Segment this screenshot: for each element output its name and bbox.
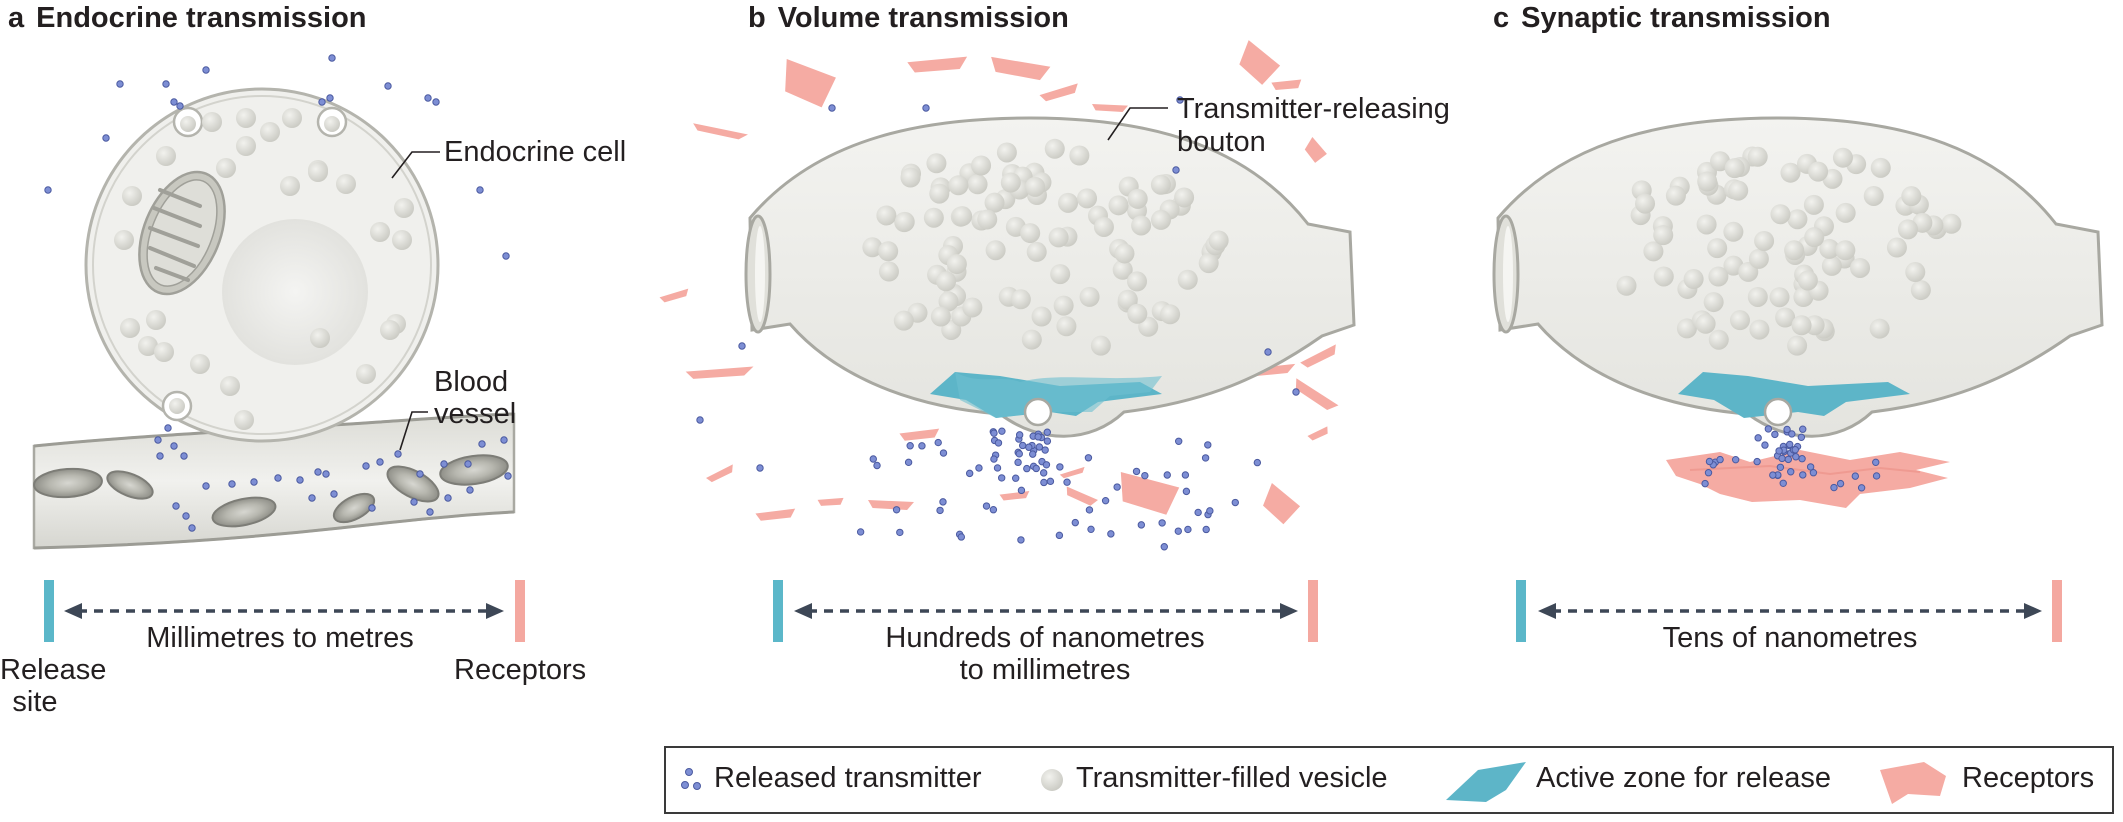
blood-vessel-label-line2: vessel	[434, 398, 517, 430]
exocytosis-pocket	[161, 106, 348, 422]
receptor-marker	[1308, 580, 1318, 642]
blood-vessel-label-line1: Blood	[434, 366, 509, 398]
release-site-label-line2: site	[12, 686, 58, 718]
panel-title-text: Synaptic transmission	[1521, 2, 1831, 34]
active-zone-synaptic	[1678, 372, 1910, 418]
receptor-marker	[515, 580, 525, 642]
bouton-volume	[744, 116, 1356, 438]
cell-vesicles	[114, 108, 414, 430]
panel-b-illustration	[659, 40, 1356, 551]
red-blood-cell	[33, 454, 509, 528]
panel-b-title: b Volume transmission	[748, 2, 1069, 35]
synaptic-released-transmitter	[1701, 425, 1881, 492]
distance-label-a: Millimetres to metres	[146, 622, 414, 654]
release-site-marker	[773, 580, 783, 642]
legend-receptors: Receptors	[1962, 762, 2095, 794]
legend-icons	[681, 762, 1946, 804]
panel-letter: b	[748, 2, 766, 34]
panel-letter: a	[8, 2, 25, 34]
endocrine-released-transmitter	[44, 54, 512, 532]
transmitter-legend-icon	[681, 768, 701, 790]
legend: Released transmitter Transmitter-filled …	[664, 746, 2114, 814]
distance-scales	[44, 580, 2062, 642]
panel-a-illustration	[32, 54, 516, 550]
bouton-label-line1: Transmitter-releasing	[1177, 93, 1450, 125]
synaptic-vesicles	[1616, 146, 1962, 356]
mitochondrion	[138, 170, 226, 296]
legend-active-zone: Active zone for release	[1536, 762, 1831, 794]
endocrine-cell	[84, 87, 440, 443]
panel-letter: c	[1493, 2, 1510, 34]
release-site-marker	[1516, 580, 1526, 642]
distance-label-b-line2: to millimetres	[959, 654, 1131, 686]
volume-released-transmitter	[696, 96, 1300, 551]
bouton-label-line2: bouton	[1177, 126, 1266, 158]
panel-title-text: Volume transmission	[777, 2, 1069, 34]
legend-vesicle: Transmitter-filled vesicle	[1076, 762, 1388, 794]
vesicle-legend-icon	[1041, 769, 1063, 791]
blood-vessel	[32, 412, 516, 550]
bouton-synaptic	[1492, 116, 2104, 438]
bouton-vesicles	[862, 138, 1229, 356]
panel-a-title: a Endocrine transmission	[8, 2, 367, 35]
receptors-label: Receptors	[454, 654, 587, 686]
scattered-receptors	[659, 40, 1339, 525]
panel-c-title: c Synaptic transmission	[1493, 2, 1831, 35]
endocrine-cell-label: Endocrine cell	[444, 136, 627, 168]
postsynaptic-receptors	[1666, 450, 1950, 508]
nucleus	[222, 219, 368, 365]
panel-title-text: Endocrine transmission	[36, 2, 367, 34]
active-zone-legend-icon	[1446, 762, 1526, 802]
distance-label-b-line1: Hundreds of nanometres	[885, 622, 1205, 654]
distance-label-c: Tens of nanometres	[1662, 622, 1918, 654]
receptor-legend-icon	[1880, 762, 1946, 804]
release-site-label-line1: Release	[0, 654, 107, 686]
receptor-marker	[2052, 580, 2062, 642]
legend-released-transmitter: Released transmitter	[714, 762, 982, 794]
release-site-marker	[44, 580, 54, 642]
panel-c-illustration	[1492, 116, 2104, 508]
